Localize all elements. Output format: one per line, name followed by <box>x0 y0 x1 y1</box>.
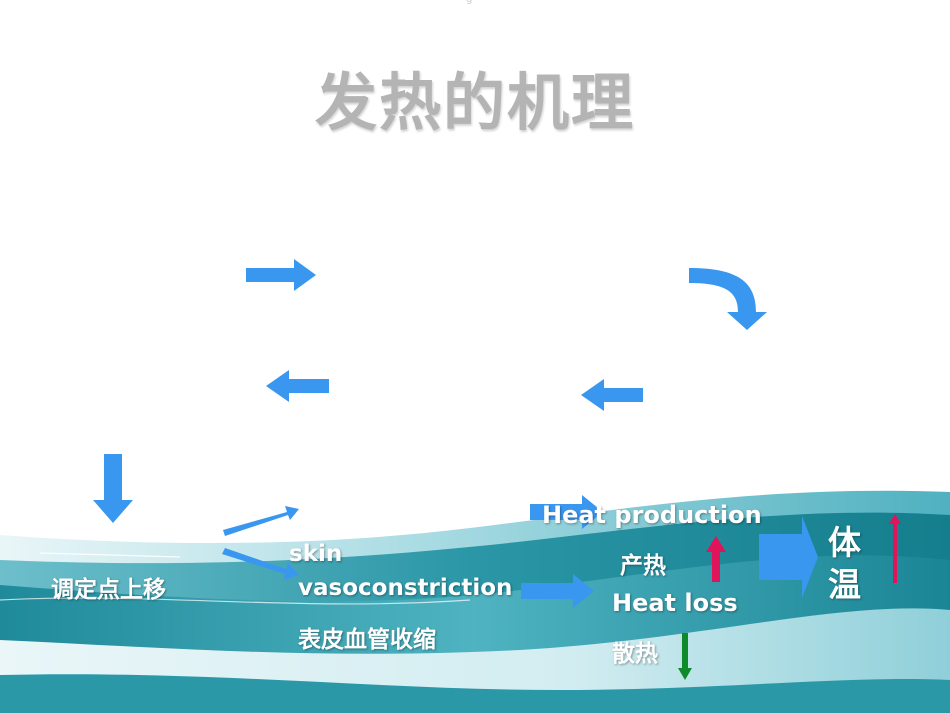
label-heat-production: Heat production <box>542 501 762 529</box>
arrow-left-icon <box>266 370 329 402</box>
top-mark: ɡ <box>466 0 472 5</box>
arrow-right-icon <box>521 574 594 608</box>
label-heat-production-cn: 产热 <box>620 553 666 579</box>
label-vasoconstriction: vasoconstriction <box>298 575 513 601</box>
label-skin: skin <box>289 541 343 567</box>
label-heat-loss-cn: 散热 <box>612 641 658 667</box>
arrow-up-icon <box>706 536 726 582</box>
block-arrow-right-icon <box>759 516 818 598</box>
label-heat-loss: Heat loss <box>612 589 738 617</box>
label-skin-vessel-constriction: 表皮血管收缩 <box>298 627 436 653</box>
arrow-right-icon <box>530 495 603 529</box>
slide-title: 发热的机理 <box>314 66 635 139</box>
arrow-up-icon <box>889 514 901 583</box>
arrow-down-icon <box>93 454 133 523</box>
label-set-point-shift: 调定点上移 <box>51 577 166 603</box>
arrow-down-icon <box>678 633 692 680</box>
arrow-diagonal-down-icon <box>222 548 299 580</box>
label-body-temperature: 体温 <box>828 523 861 604</box>
arrow-left-icon <box>581 379 643 411</box>
arrow-right-icon <box>246 259 316 291</box>
arrow-diagonal-up-icon <box>223 506 299 536</box>
curved-arrow-down-icon <box>689 268 767 330</box>
